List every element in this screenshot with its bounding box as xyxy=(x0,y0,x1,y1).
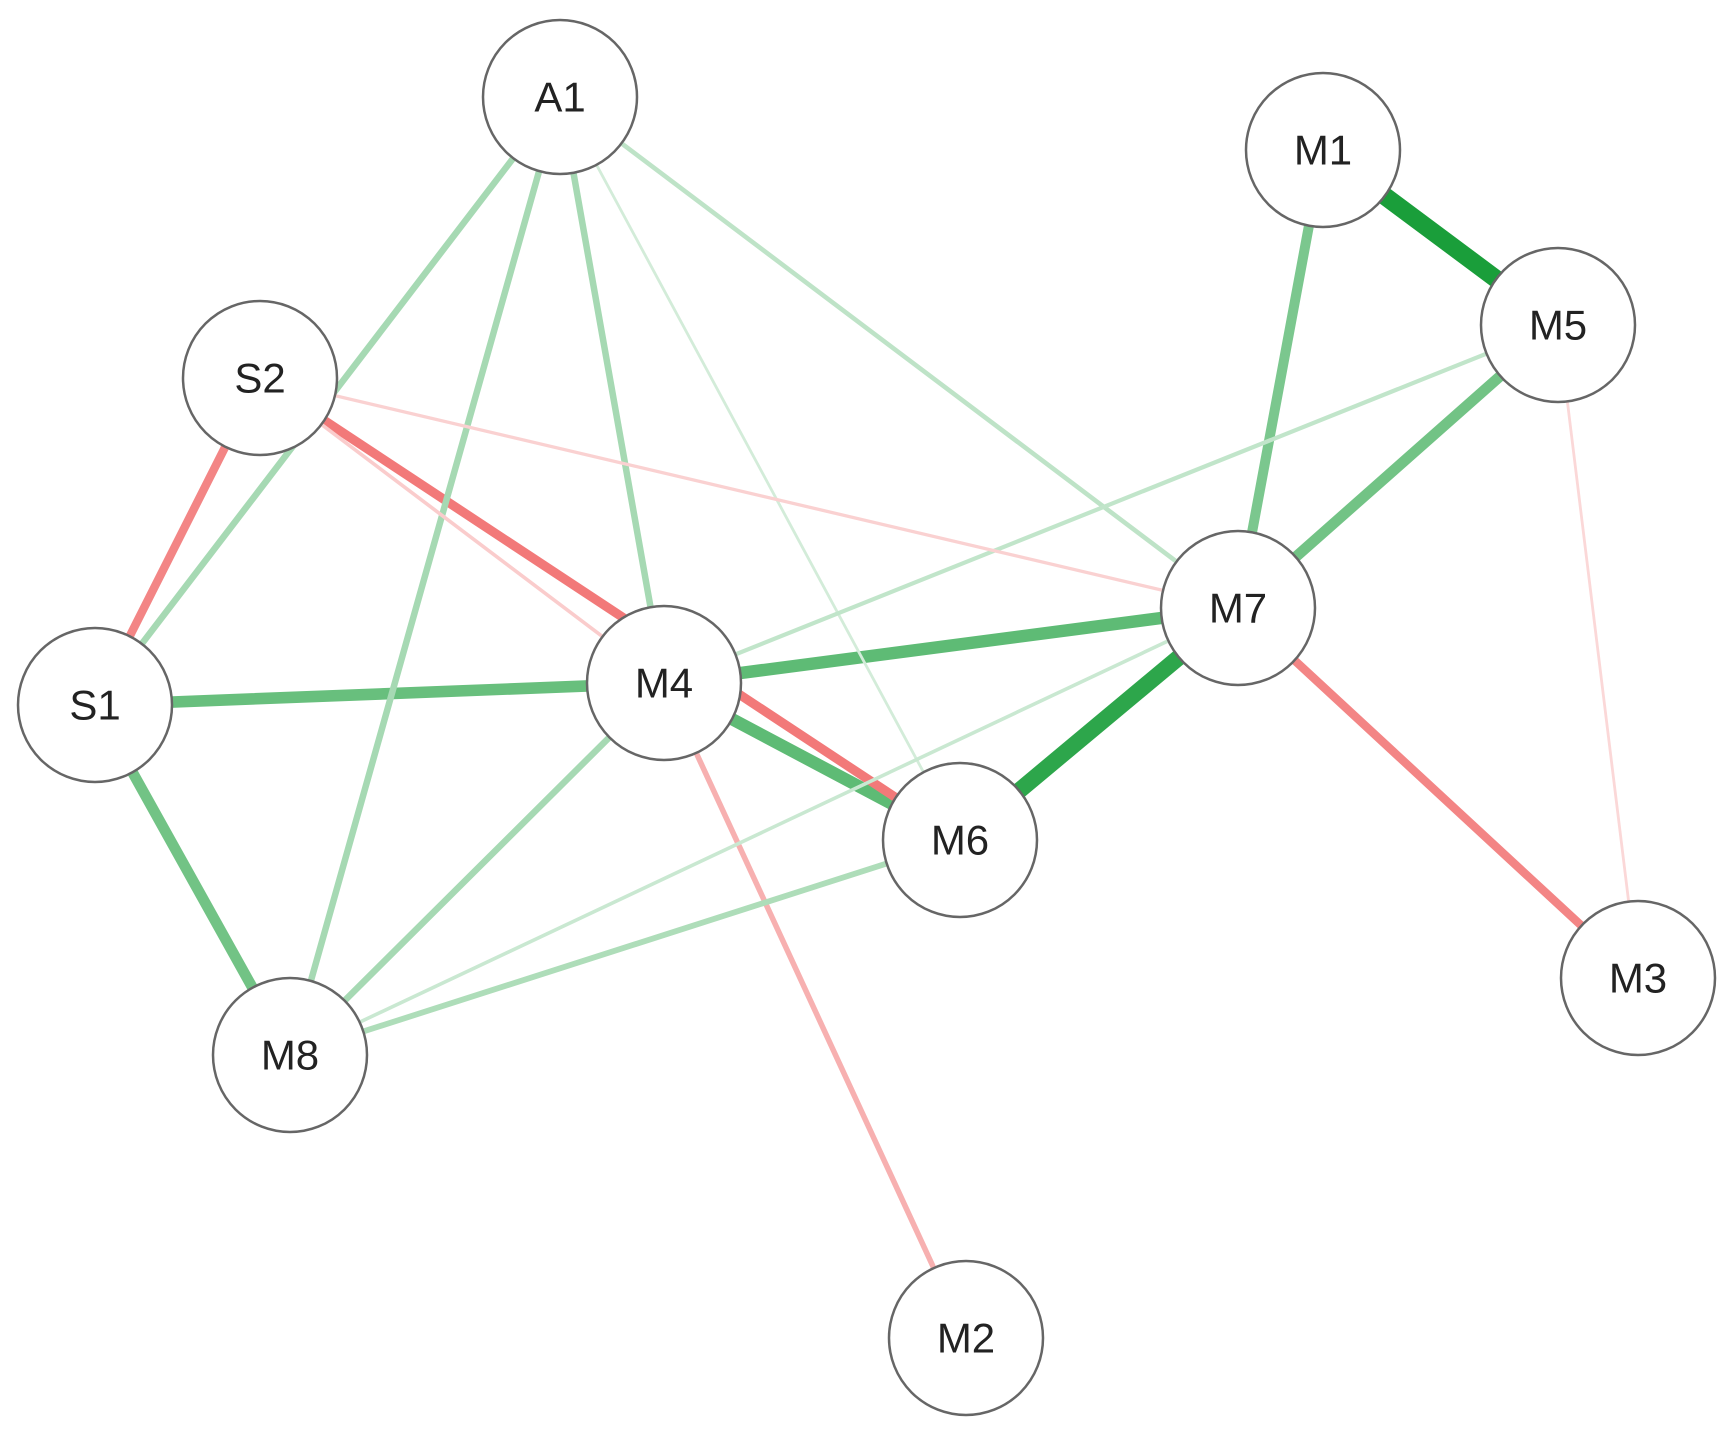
edge-M5-M3 xyxy=(1556,323,1640,980)
node-label-M1: M1 xyxy=(1294,127,1352,174)
node-label-M2: M2 xyxy=(937,1315,995,1362)
node-M2: M2 xyxy=(887,1259,1045,1417)
node-label-M3: M3 xyxy=(1609,955,1667,1002)
edge-S2-M6 xyxy=(255,373,965,845)
node-M7: M7 xyxy=(1159,529,1317,687)
node-M3: M3 xyxy=(1559,899,1717,1057)
node-label-M7: M7 xyxy=(1209,585,1267,632)
node-label-A1: A1 xyxy=(534,74,585,121)
edge-M4-M2 xyxy=(661,680,969,1341)
edge-A1-M7 xyxy=(557,94,1241,611)
node-circle-S2 xyxy=(181,299,339,457)
node-label-M5: M5 xyxy=(1529,302,1587,349)
node-M5: M5 xyxy=(1479,246,1637,404)
node-circle-M5 xyxy=(1479,246,1637,404)
node-circle-S1 xyxy=(16,626,174,784)
edge-M4-M8 xyxy=(286,679,668,1059)
edge-A1-M4 xyxy=(556,93,668,687)
node-M8: M8 xyxy=(211,976,369,1134)
edge-M4-M7 xyxy=(657,601,1245,690)
edge-A1-M6 xyxy=(558,95,962,842)
edge-M6-M8 xyxy=(287,837,963,1058)
node-circle-M2 xyxy=(887,1259,1045,1417)
edge-M4-M5 xyxy=(661,322,1561,686)
node-circle-M8 xyxy=(211,976,369,1134)
node-circle-M1 xyxy=(1244,71,1402,229)
node-label-M8: M8 xyxy=(261,1032,319,1079)
edge-A1-M8 xyxy=(286,93,564,1059)
edge-S1-M4 xyxy=(89,677,670,711)
node-S1: S1 xyxy=(16,626,174,784)
node-circle-A1 xyxy=(481,18,639,176)
node-circle-M4 xyxy=(585,604,743,762)
edge-M7-M3 xyxy=(1233,603,1643,983)
edge-S2-M7 xyxy=(258,376,1240,610)
node-M4: M4 xyxy=(585,604,743,762)
node-label-S1: S1 xyxy=(69,682,120,729)
node-circle-M6 xyxy=(881,761,1039,919)
node-label-S2: S2 xyxy=(234,355,285,402)
edges-layer xyxy=(89,93,1643,1341)
node-M6: M6 xyxy=(881,761,1039,919)
node-S2: S2 xyxy=(181,299,339,457)
edge-S2-M4 xyxy=(258,376,666,685)
node-label-M4: M4 xyxy=(635,660,693,707)
node-M1: M1 xyxy=(1244,71,1402,229)
node-A1: A1 xyxy=(481,18,639,176)
edge-M7-M8 xyxy=(288,606,1240,1057)
node-label-M6: M6 xyxy=(931,817,989,864)
node-circle-M3 xyxy=(1559,899,1717,1057)
node-circle-M7 xyxy=(1159,529,1317,687)
